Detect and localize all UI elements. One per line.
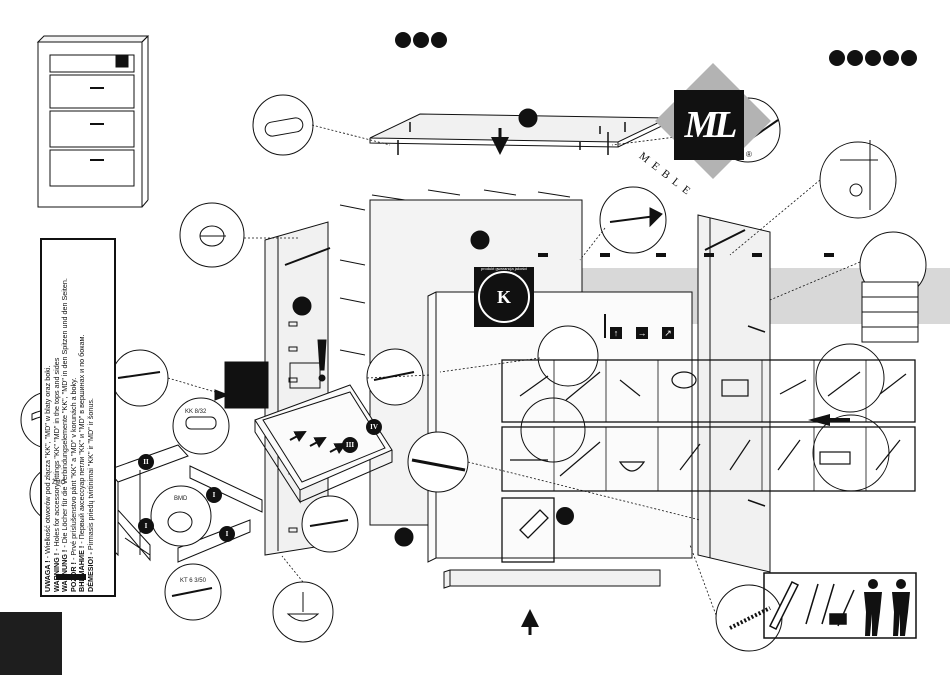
step-dot [901, 50, 917, 66]
step-marker [556, 507, 574, 525]
detail-circle-rail [407, 431, 469, 493]
detail-circle-bmd [150, 485, 212, 547]
step-dot [865, 50, 881, 66]
detail-circle-screw-left [111, 349, 169, 407]
direction-icons: ↑ → ↗ [610, 327, 674, 339]
warning-line: DĖMESIO! - Pirmasis priedų tvirtinimai "… [85, 398, 95, 592]
roman-marker: III [342, 437, 358, 453]
roman-marker: II [138, 454, 154, 470]
detail-circle-dowel [252, 94, 314, 156]
warning-block [224, 361, 269, 409]
roman-marker: I [138, 518, 154, 534]
kk-label: KK 8/32 [185, 409, 207, 415]
step-dot [413, 32, 429, 48]
hammer-icon [829, 589, 855, 627]
drawer-box [254, 384, 393, 504]
detail-circle-kt [164, 563, 222, 621]
exclamation-icon [317, 339, 327, 371]
seal-initial: K [496, 286, 511, 307]
warning-text-block: UWAGA ! - Wielkość otworów pod złącza "K… [43, 240, 112, 592]
ruler-icon [768, 580, 800, 631]
tools-box [763, 572, 917, 639]
right-side-panel [697, 214, 771, 573]
step-dots-right [829, 50, 917, 66]
step-marker [292, 296, 312, 316]
roman-marker: I [219, 526, 235, 542]
detail-circle-cam [179, 202, 245, 268]
step-marker [470, 230, 490, 250]
screwdriver-flat-icon [805, 583, 819, 625]
logo-registered: ® [746, 150, 752, 159]
bmd-label: BMD [174, 496, 188, 502]
detail-circle-gap [819, 140, 897, 219]
plinth-board [443, 569, 661, 635]
detail-circle-foot [272, 581, 334, 643]
step-dot [431, 32, 447, 48]
zmo-label: ZMO [52, 480, 66, 486]
detail-circle-kk [172, 397, 230, 455]
step-marker [394, 527, 414, 547]
step-marker [518, 108, 538, 128]
right-arrow-icon: → [636, 327, 648, 339]
step-dot [883, 50, 899, 66]
step-dots-top [395, 32, 447, 48]
seal-ring: K [478, 271, 530, 323]
warning-panel: UWAGA ! - Wielkość otworów pod złącza "K… [40, 238, 116, 597]
pointer-arrow [808, 414, 830, 426]
step-dot [829, 50, 845, 66]
quality-seal: K produkt gwarancja jakości [474, 266, 534, 327]
logo-initials: ML [684, 104, 738, 146]
chest-preview-icon [36, 35, 150, 208]
fittings-grid [501, 359, 916, 563]
diagonal-arrow-icon: ↗ [662, 327, 674, 339]
roman-marker: IV [366, 419, 382, 435]
detail-circle-nail [301, 495, 359, 553]
chest-thumbnail-icon [861, 281, 919, 343]
logo-square: ML [674, 90, 744, 160]
kt-label: KT 6 3/50 [180, 578, 206, 584]
person-icon [892, 579, 910, 636]
screwdriver-phillips-icon [821, 583, 835, 625]
detail-circle-screw [599, 186, 667, 254]
up-arrow-icon: ↑ [610, 327, 622, 339]
roman-marker: I [206, 487, 222, 503]
page-corner-block [0, 612, 62, 675]
step-dot [395, 32, 411, 48]
brand-logo: ML ® MEBLE [637, 63, 790, 201]
warning-icon [56, 574, 86, 580]
step-dot [847, 50, 863, 66]
seal-caption: produkt gwarancja jakości [480, 266, 528, 271]
detail-circle-screws-bottom [715, 584, 783, 652]
person-icon [864, 579, 882, 636]
